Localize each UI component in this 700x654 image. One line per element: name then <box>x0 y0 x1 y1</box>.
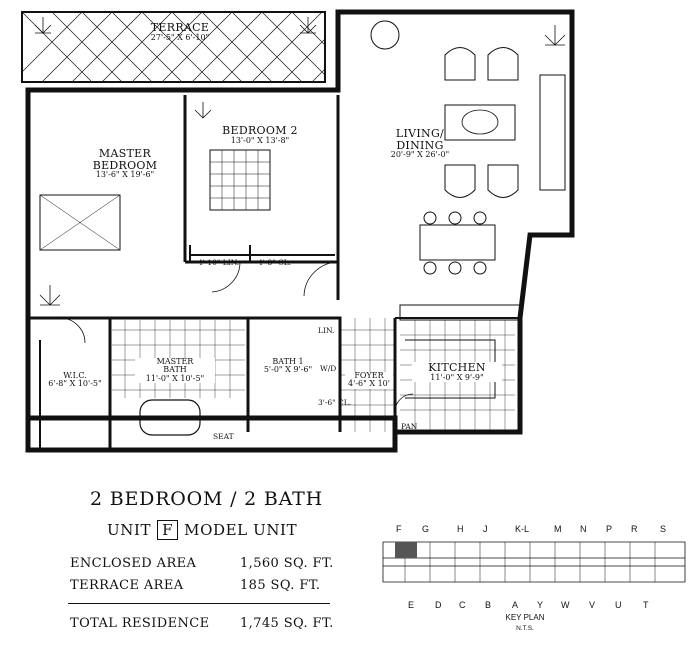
master-bedroom-dimensions: 13'-6" X 19'-6" <box>95 170 155 180</box>
plant-master <box>39 285 61 306</box>
living-dimensions: 20'-9" X 26'-0" <box>390 150 450 160</box>
keyplan-top-1: G <box>422 524 430 534</box>
terrace-tile-pattern <box>21 11 326 83</box>
enclosed-area-value: 1,560 SQ. FT. <box>240 556 334 571</box>
master-bedroom-label: MASTER BEDROOM 13'-6" X 19'-6" <box>75 148 175 179</box>
kitchen-dimensions: 11'-0" X 9'-9" <box>430 372 484 382</box>
living-dining-label: LIVING/ DINING 20'-9" X 26'-0" <box>370 128 470 159</box>
terrace-area-value: 185 SQ. FT. <box>240 578 321 593</box>
living-name-1: LIVING/ <box>395 127 445 140</box>
keyplan-bottom-4: A <box>512 600 519 610</box>
key-plan-unit-highlight <box>395 542 417 558</box>
foyer-dimensions: 4'-6" X 10' <box>348 379 390 389</box>
keyplan-top-8: R <box>631 524 638 534</box>
keyplan-bottom-1: D <box>435 600 442 610</box>
seat-label: SEAT <box>213 432 234 441</box>
wic-label: W.I.C. 6'-8" X 10'-5" <box>44 371 106 389</box>
keyplan-top-6: N <box>580 524 587 534</box>
closet-2-label: 3'-6" CL. <box>318 398 352 407</box>
master-bath-name-1: MASTER <box>156 357 194 366</box>
keyplan-top-9: S <box>660 524 667 534</box>
plant-terrace-right <box>299 17 317 34</box>
unit-designation: UNIT F MODEL UNIT <box>107 520 297 540</box>
master-bath-dimensions: 11'-0" X 10'-5" <box>145 373 205 383</box>
floor-plan: TERRACE 27'-5" X 6'-10" MASTER BEDROOM 1… <box>21 9 575 453</box>
enclosed-area-label: ENCLOSED AREA <box>70 556 197 571</box>
wic-name: W.I.C. <box>63 371 87 380</box>
unit-suffix: MODEL UNIT <box>184 521 298 539</box>
key-plan-subcaption: N.T.S. <box>516 625 534 632</box>
washer-dryer-label: W/D <box>320 364 337 373</box>
foyer-name: FOYER <box>354 371 384 380</box>
master-bedroom-name-2: BEDROOM <box>92 158 158 172</box>
master-bedroom-name-1: MASTER <box>98 147 152 160</box>
living-name-2: DINING <box>396 138 444 152</box>
bedroom2-label: BEDROOM 2 13'-0" X 13'-8" <box>205 125 315 145</box>
terrace-label: TERRACE 27'-5" X 6'-10" <box>130 22 230 42</box>
wic-dimensions: 6'-8" X 10'-5" <box>48 379 102 389</box>
linen-closet-2-label: LIN. <box>318 326 335 335</box>
pan-label: PAN <box>401 422 418 431</box>
closet-label: 4'-8" CL. <box>258 258 292 267</box>
kitchen-name: KITCHEN <box>428 361 486 374</box>
terrace-area-label: TERRACE AREA <box>70 578 184 593</box>
master-bath-name-2: BATH <box>163 365 187 375</box>
linen-closet-label: 4'-10" LIN. <box>198 258 240 267</box>
exterior-wall-bottom <box>25 418 398 453</box>
bath1-dimensions: 5'-0" X 9'-6" <box>263 365 313 375</box>
keyplan-top-7: P <box>606 524 613 534</box>
unit-title: 2 BEDROOM / 2 BATH <box>90 488 324 510</box>
terrace-name: TERRACE <box>150 21 210 34</box>
keyplan-top-2: H <box>457 524 464 534</box>
bedroom2-name: BEDROOM 2 <box>222 124 298 137</box>
unit-letter-box: F <box>157 520 179 540</box>
terrace-dimensions: 27'-5" X 6'-10" <box>150 32 210 42</box>
total-divider <box>68 603 330 604</box>
key-plan-drawing <box>382 541 686 583</box>
bath1-label: BATH 1 5'-0" X 9'-6" <box>258 357 318 375</box>
plant-living <box>544 25 566 46</box>
keyplan-bottom-8: U <box>615 600 622 610</box>
keyplan-bottom-9: T <box>643 600 649 610</box>
bedroom2-dimensions: 13'-0" X 13'-8" <box>230 135 290 145</box>
unit-info: 2 BEDROOM / 2 BATH UNIT F MODEL UNIT ENCLO… <box>0 470 360 650</box>
total-residence-label: TOTAL RESIDENCE <box>70 616 210 631</box>
master-bath-label: MASTER BATH 11'-0" X 10'-5" <box>135 357 215 384</box>
floor-plan-drawing <box>21 9 575 453</box>
keyplan-top-3: J <box>483 524 488 534</box>
keyplan-bottom-7: V <box>589 600 596 610</box>
total-residence-value: 1,745 SQ. FT. <box>240 616 334 631</box>
bath1-name: BATH 1 <box>272 357 304 366</box>
keyplan-bottom-2: C <box>459 600 466 610</box>
key-plan: F G H J K-L M N P R S E D C B A Y W V U … <box>375 520 700 650</box>
keyplan-bottom-5: Y <box>537 600 544 610</box>
unit-prefix: UNIT <box>107 521 152 539</box>
plant-terrace-left <box>34 17 52 34</box>
foyer-label: FOYER 4'-6" X 10' <box>345 371 393 389</box>
exterior-wall <box>25 9 575 435</box>
keyplan-bottom-3: B <box>485 600 492 610</box>
keyplan-bottom-0: E <box>408 600 415 610</box>
kitchen-label: KITCHEN 11'-0" X 9'-9" <box>412 362 502 382</box>
keyplan-top-5: M <box>554 524 562 534</box>
key-plan-caption: KEY PLAN <box>505 613 545 622</box>
keyplan-bottom-6: W <box>561 600 570 610</box>
terrace-outline <box>21 11 326 83</box>
keyplan-top-4: K-L <box>515 524 530 534</box>
keyplan-top-0: F <box>396 524 402 534</box>
